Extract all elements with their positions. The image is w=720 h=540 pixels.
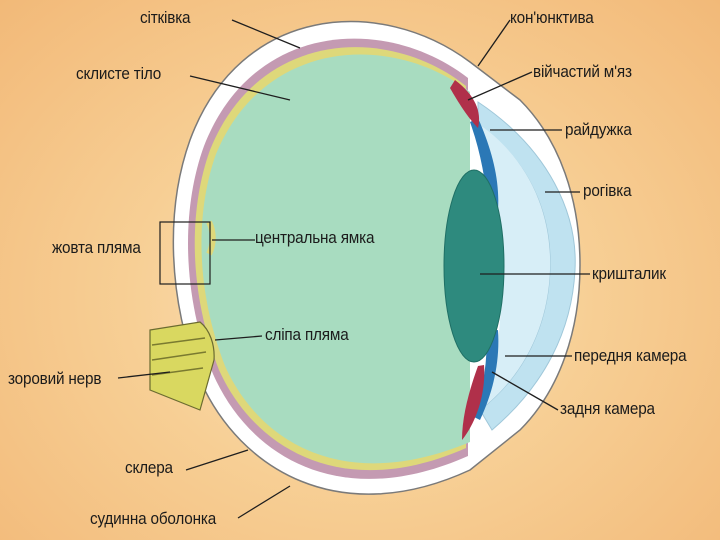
- leader-sclera: [186, 450, 248, 470]
- label-choroid: судинна оболонка: [90, 509, 216, 529]
- label-posterior-chamber: задня камера: [560, 399, 655, 419]
- label-sclera: склера: [125, 458, 173, 478]
- lens: [444, 170, 504, 362]
- label-blind-spot: сліпа пляма: [265, 325, 349, 345]
- label-conjunctiva: кон'юнктива: [510, 8, 594, 28]
- label-iris: райдужка: [565, 120, 632, 140]
- label-retina: сітківка: [140, 8, 190, 28]
- label-cornea: рогівка: [583, 181, 631, 201]
- label-vitreous-body: склисте тіло: [76, 64, 161, 84]
- label-macula: жовта пляма: [52, 238, 141, 258]
- optic-nerve: [150, 322, 214, 410]
- label-fovea: центральна ямка: [255, 228, 374, 248]
- label-ciliary-muscle: війчастий м'яз: [533, 62, 632, 82]
- label-lens: кришталик: [592, 264, 666, 284]
- label-anterior-chamber: передня камера: [574, 346, 686, 366]
- label-optic-nerve: зоровий нерв: [8, 369, 101, 389]
- leader-choroid: [238, 486, 290, 518]
- leader-conjunctiva: [478, 20, 510, 66]
